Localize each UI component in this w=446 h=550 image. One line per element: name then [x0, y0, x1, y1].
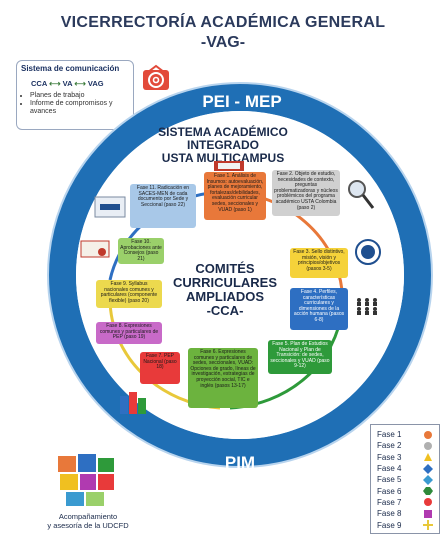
legend-item: Fase 3: [377, 452, 433, 463]
communication-title: Sistema de comunicación: [21, 64, 120, 73]
phase-9-box: Fase 9. Syllabus nacionales comunes y pa…: [96, 280, 162, 308]
communication-item: Planes de trabajo: [30, 92, 129, 100]
flow-vag: VAG: [87, 79, 104, 88]
system-line-2: INTEGRADO: [187, 138, 259, 152]
legend-label: Fase 9: [377, 520, 402, 530]
phase-2-box: Fase 2. Objeto de estudio, necesidades d…: [272, 170, 340, 216]
communication-item: Informe de compromisos y avances: [30, 100, 129, 116]
system-line-3: USTA MULTICAMPUS: [161, 151, 285, 165]
legend-cross-icon: [423, 520, 433, 531]
communication-flow: CCA ⟷ VA ⟷ VAG: [31, 79, 129, 88]
phase-10-box: Fase 10. Aprobaciones ante Consejos (pas…: [118, 238, 164, 264]
legend-item: Fase 5: [377, 474, 433, 485]
puzzle-icon: [58, 454, 114, 506]
books-icon: [120, 392, 146, 414]
center-line-3: AMPLIADOS: [186, 289, 264, 304]
legend-circle-icon: [424, 498, 432, 507]
email-icon: [143, 64, 169, 90]
seal-icon: [355, 239, 381, 265]
legend-item: Fase 6: [377, 485, 433, 496]
communication-box: Sistema de comunicación CCA ⟷ VA ⟷ VAG P…: [16, 60, 134, 130]
legend-square-icon: [424, 509, 432, 518]
legend-hexagon-icon: [423, 487, 433, 496]
phase-1-box: Fase 1. Análisis de Insumos: autoevaluac…: [204, 172, 266, 220]
phase-4-box: Fase 4. Perfiles, características curric…: [290, 288, 348, 330]
phase-6-box: Fase 6. Expresiones comunes y particular…: [188, 348, 258, 408]
system-line-1: SISTEMA ACADÉMICO: [158, 125, 288, 139]
ring-top-label: PEI - MEP: [202, 92, 282, 111]
legend-item: Fase 9: [377, 519, 433, 531]
main-subtitle: -VAG-: [200, 34, 246, 51]
certificate-icon: [80, 240, 110, 258]
legend-item: Fase 4: [377, 463, 433, 474]
main-title: VICERRECTORÍA ACADÉMICA GENERAL: [60, 14, 386, 31]
legend-label: Fase 3: [377, 452, 402, 462]
legend-circle-icon: [424, 441, 432, 450]
website-icon: [94, 196, 126, 218]
phase-11-box: Fase 11. Radicación en SACES-MEN de cada…: [130, 184, 196, 228]
legend-item: Fase 8: [377, 508, 433, 519]
phase-7-box: Fase 7. PEP Nacional (paso 18): [140, 352, 180, 384]
center-line-4: -CCA-: [206, 303, 244, 318]
flow-va: VA: [62, 79, 73, 88]
legend-label: Fase 7: [377, 497, 402, 507]
support-line-1: Acompañamiento: [58, 512, 118, 521]
center-line-1: COMITÉS: [195, 261, 255, 276]
legend-item: Fase 2: [377, 440, 433, 451]
magnifier-icon: [348, 180, 375, 209]
phase-3-box: Fase 3. Sello distintivo, misión, visión…: [290, 248, 348, 278]
arrow-icon: ⟷: [74, 79, 86, 88]
legend-triangle-icon: [424, 453, 432, 462]
legend-diamond-icon: [423, 474, 433, 485]
arrow-icon: ⟷: [49, 79, 61, 88]
flow-cca: CCA: [31, 79, 47, 88]
center-line-2: CURRICULARES: [173, 275, 277, 290]
support-line-2: y asesoría de la UDCFD: [47, 521, 129, 530]
people-icon: [357, 298, 377, 315]
legend-label: Fase 4: [377, 464, 402, 474]
legend-label: Fase 2: [377, 441, 402, 451]
legend-label: Fase 1: [377, 430, 402, 440]
center-label: COMITÉS CURRICULARES AMPLIADOS -CCA-: [160, 262, 290, 318]
legend-label: Fase 5: [377, 475, 402, 485]
legend-label: Fase 8: [377, 509, 402, 519]
ring-bottom-label: PIM: [224, 453, 256, 472]
document-icon: [214, 161, 244, 171]
phase-5-box: Fase 5. Plan de Estudios Nacional y Plan…: [268, 340, 332, 374]
legend-item: Fase 1: [377, 429, 433, 440]
legend-diamond-icon: [423, 463, 433, 474]
legend-item: Fase 7: [377, 497, 433, 508]
legend-circle-icon: [424, 430, 432, 439]
support-caption: Acompañamiento y asesoría de la UDCFD: [28, 512, 148, 530]
communication-list: Planes de trabajo Informe de compromisos…: [21, 92, 129, 116]
legend-label: Fase 6: [377, 486, 402, 496]
phase-8-box: Fase 8. Expresiones comunes y particular…: [96, 322, 162, 344]
